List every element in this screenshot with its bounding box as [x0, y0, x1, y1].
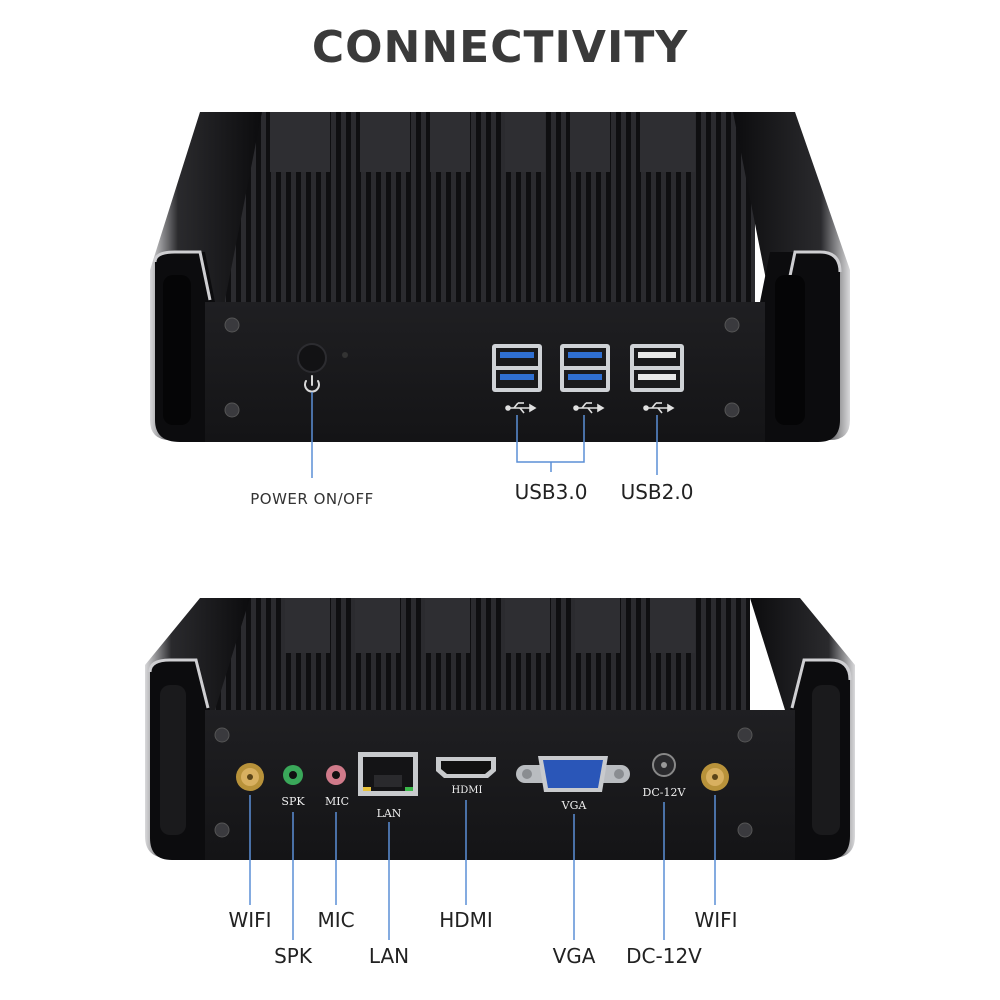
- rear-screws: [214, 727, 753, 838]
- lan-callout-label: LAN: [368, 944, 410, 968]
- wifi-antenna-port-right[interactable]: [701, 763, 729, 791]
- front-callout-lines: [311, 392, 658, 478]
- spk-audio-jack[interactable]: [283, 765, 303, 785]
- usb2-callout-label: USB2.0: [620, 480, 694, 504]
- spk-printed-label: SPK: [281, 795, 305, 808]
- hdmi-callout-label: HDMI: [439, 908, 493, 932]
- vga-callout-label: VGA: [552, 944, 596, 968]
- usb-icon: [643, 402, 675, 414]
- mic-printed-label: MIC: [324, 795, 350, 808]
- front-screws: [224, 317, 740, 418]
- wifi-antenna-port-left[interactable]: [236, 763, 264, 791]
- wifi-left-callout-label: WIFI: [228, 908, 272, 932]
- wifi-right-callout-label: WIFI: [694, 908, 738, 932]
- usb-icon: [573, 402, 605, 414]
- hdmi-port[interactable]: [436, 757, 496, 778]
- dc-callout-label: DC-12V: [626, 944, 702, 968]
- usb3-port-group-2[interactable]: [560, 344, 610, 392]
- lan-port[interactable]: [358, 752, 418, 796]
- power-button[interactable]: [297, 343, 327, 373]
- power-icon: [304, 375, 320, 393]
- rear-chassis: [145, 598, 855, 860]
- hdmi-printed-label: HDMI: [451, 785, 483, 796]
- usb3-callout-label: USB3.0: [514, 480, 588, 504]
- dc-printed-label: DC-12V: [642, 786, 686, 799]
- mic-audio-jack[interactable]: [326, 765, 346, 785]
- usb3-port-group-1[interactable]: [492, 344, 542, 392]
- usb2-port-group[interactable]: [630, 344, 684, 392]
- dc-power-jack[interactable]: [652, 753, 676, 777]
- vga-port[interactable]: [516, 756, 630, 792]
- mic-callout-label: MIC: [317, 908, 355, 932]
- usb-icon: [505, 402, 537, 414]
- power-callout-label: POWER ON/OFF: [250, 490, 374, 508]
- vga-printed-label: VGA: [561, 799, 587, 812]
- page-title: CONNECTIVITY: [311, 22, 689, 73]
- power-led: [342, 352, 348, 358]
- spk-callout-label: SPK: [274, 944, 312, 968]
- lan-printed-label: LAN: [376, 807, 402, 820]
- rear-callout-lines: [249, 795, 716, 940]
